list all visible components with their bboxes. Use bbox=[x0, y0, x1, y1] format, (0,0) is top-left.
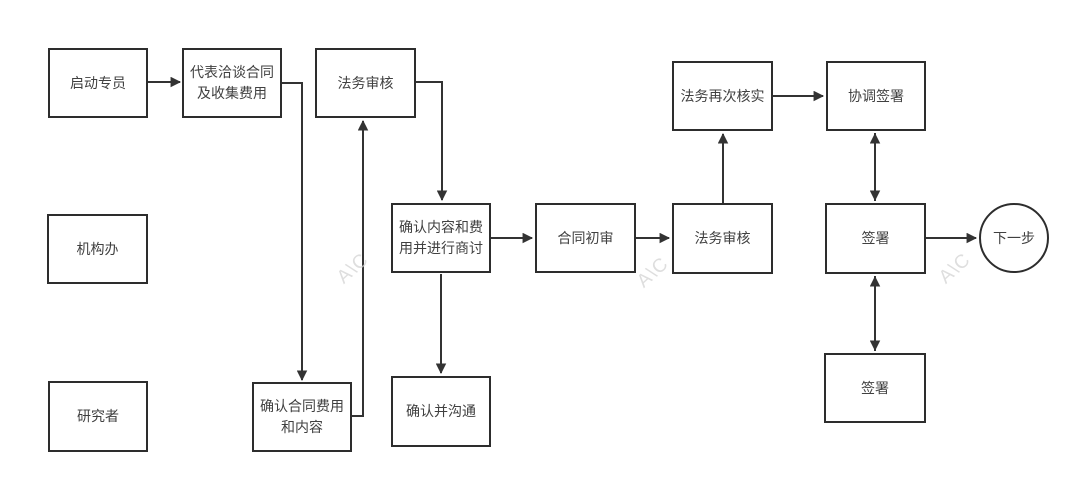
node-institution-office: 机构办 bbox=[47, 214, 148, 284]
node-label: 下一步 bbox=[993, 229, 1035, 246]
node-label: 法务再次核实 bbox=[680, 87, 765, 104]
node-label: 确认并沟通 bbox=[406, 403, 476, 419]
node-label: 协调签署 bbox=[848, 87, 904, 104]
node-label: 确认合同费用 和内容 bbox=[260, 398, 344, 435]
node-confirm-content-fee-discuss: 确认内容和费 用并进行商讨 bbox=[391, 203, 491, 273]
node-label: 代表洽谈合同 及收集费用 bbox=[190, 64, 274, 101]
edge-legal1-to-confirm-content bbox=[416, 81, 448, 202]
node-label: 法务审核 bbox=[337, 74, 394, 91]
node-next-step: 下一步 bbox=[979, 203, 1049, 273]
node-legal-verify-again: 法务再次核实 bbox=[672, 61, 773, 131]
edge-negotiate-to-confirm-fee bbox=[282, 82, 308, 382]
watermark-text: A\C bbox=[935, 249, 975, 289]
node-legal-review-1: 法务审核 bbox=[315, 48, 416, 118]
watermark-text: A\C bbox=[333, 249, 373, 289]
node-researcher: 研究者 bbox=[48, 381, 148, 452]
node-label: 法务审核 bbox=[694, 230, 751, 246]
node-legal-review-2: 法务审核 bbox=[672, 203, 773, 274]
node-start-specialist: 启动专员 bbox=[48, 48, 148, 118]
node-label: 确认内容和费 用并进行商讨 bbox=[399, 219, 483, 256]
node-confirm-and-communicate: 确认并沟通 bbox=[391, 376, 491, 447]
node-label: 启动专员 bbox=[70, 74, 126, 91]
node-signing-bottom: 签署 bbox=[824, 353, 926, 423]
node-rep-negotiate-contract: 代表洽谈合同 及收集费用 bbox=[182, 48, 282, 118]
node-label: 机构办 bbox=[76, 240, 119, 257]
node-coordinate-signing: 协调签署 bbox=[826, 61, 926, 131]
watermark-text: A\C bbox=[633, 253, 673, 293]
node-label: 签署 bbox=[861, 379, 889, 396]
node-label: 研究者 bbox=[77, 408, 119, 424]
node-confirm-contract-fee-content: 确认合同费用 和内容 bbox=[252, 382, 352, 452]
node-label: 合同初审 bbox=[557, 229, 614, 246]
node-label: 签署 bbox=[861, 230, 890, 246]
node-signing-middle: 签署 bbox=[825, 203, 926, 274]
node-contract-first-review: 合同初审 bbox=[535, 203, 636, 273]
